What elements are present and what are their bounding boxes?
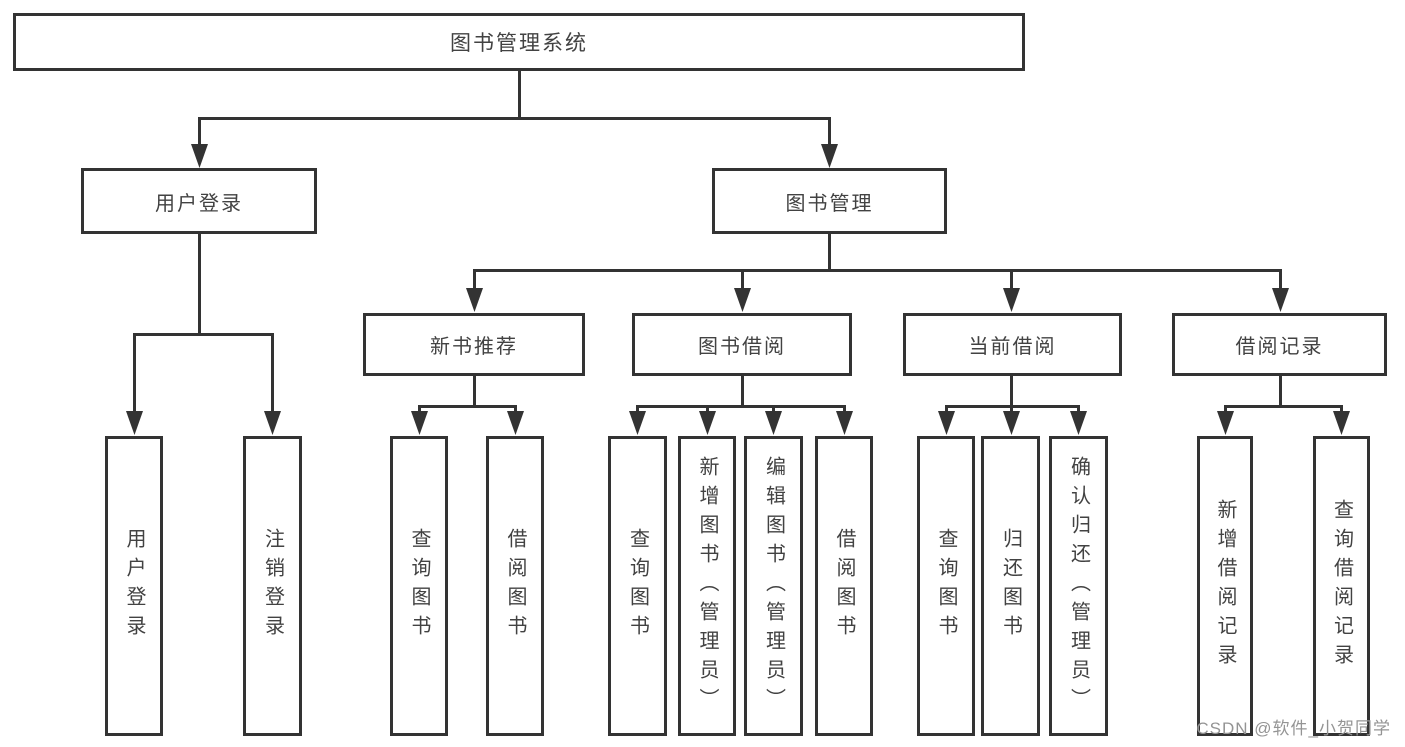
leaf-query-books-borrowing: 查询图书 — [608, 436, 667, 736]
node-current-borrowing: 当前借阅 — [903, 313, 1122, 376]
leaf-add-books-admin-label: 新增图书（管理员） — [696, 455, 718, 717]
leaf-add-books-admin: 新增图书（管理员） — [678, 436, 736, 736]
csdn-watermark: CSDN @软件_小贺同学 — [1196, 719, 1391, 738]
leaf-edit-books-admin: 编辑图书（管理员） — [744, 436, 803, 736]
leaf-borrow-books-recommendation: 借阅图书 — [486, 436, 544, 736]
leaf-confirm-return-admin-label: 确认归还（管理员） — [1067, 455, 1090, 717]
leaf-query-books-recommendation: 查询图书 — [390, 436, 448, 736]
leaf-borrow-books-label: 借阅图书 — [833, 528, 855, 644]
leaf-query-books-recommendation-label: 查询图书 — [408, 528, 430, 644]
node-book-management: 图书管理 — [712, 168, 947, 234]
node-borrowing-records: 借阅记录 — [1172, 313, 1387, 376]
leaf-user-login-label: 用户登录 — [123, 528, 145, 644]
leaf-return-books: 归还图书 — [981, 436, 1040, 736]
leaf-add-borrow-record-label: 新增借阅记录 — [1214, 499, 1236, 673]
leaf-confirm-return-admin: 确认归还（管理员） — [1049, 436, 1108, 736]
leaf-query-books-current: 查询图书 — [917, 436, 975, 736]
node-library-management-system: 图书管理系统 — [13, 13, 1025, 71]
leaf-borrow-books-recommendation-label: 借阅图书 — [504, 528, 526, 644]
leaf-logout-label: 注销登录 — [261, 528, 284, 644]
leaf-return-books-label: 归还图书 — [999, 528, 1022, 644]
leaf-query-borrow-record-label: 查询借阅记录 — [1330, 499, 1353, 673]
leaf-query-books-current-label: 查询图书 — [935, 528, 957, 644]
leaf-logout: 注销登录 — [243, 436, 302, 736]
leaf-borrow-books: 借阅图书 — [815, 436, 873, 736]
leaf-edit-books-admin-label: 编辑图书（管理员） — [762, 455, 785, 717]
leaf-query-borrow-record: 查询借阅记录 — [1313, 436, 1370, 736]
leaf-user-login: 用户登录 — [105, 436, 163, 736]
leaf-query-books-borrowing-label: 查询图书 — [626, 528, 649, 644]
leaf-add-borrow-record: 新增借阅记录 — [1197, 436, 1253, 736]
node-new-book-recommendation: 新书推荐 — [363, 313, 585, 376]
node-book-borrowing: 图书借阅 — [632, 313, 852, 376]
node-user-login: 用户登录 — [81, 168, 317, 234]
